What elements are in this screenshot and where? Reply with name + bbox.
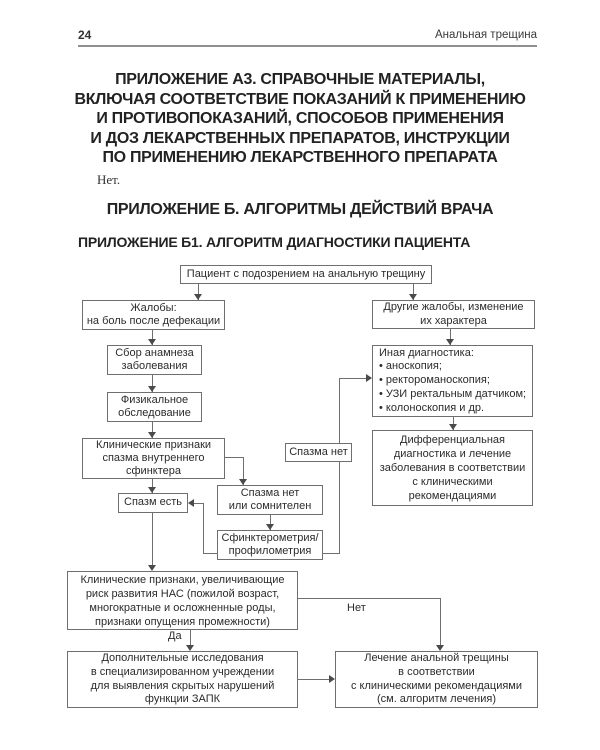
arrowhead-down-icon (148, 386, 156, 392)
node-treatment-label: Лечение анальной трещины в соответствии … (350, 651, 523, 706)
node-other-complaints-label: Другие жалобы, изменение их характера (383, 301, 524, 327)
appendix-a3-body: Нет. (97, 172, 121, 187)
edge-patient-other (413, 284, 414, 300)
edge-sphincterometry-diagnostics (339, 378, 366, 379)
node-other-diagnostics: Иная диагностика: • аноскопия; • ректоро… (372, 345, 533, 417)
node-treatment: Лечение анальной трещины в соответствии … (335, 651, 538, 708)
arrowhead-down-icon (446, 339, 454, 345)
edge-risk-treatment (440, 598, 441, 645)
edge-patient-complaints (198, 284, 199, 300)
node-patient-label: Пациент с подозрением на анальную трещин… (186, 267, 426, 280)
page-number: 24 (78, 28, 92, 42)
edge-label-no: Нет (347, 602, 366, 614)
arrowhead-down-icon (148, 487, 156, 493)
node-physical: Физикальное обследование (107, 392, 202, 422)
edge-clinical-spasmyes (152, 479, 153, 493)
node-patient: Пациент с подозрением на анальную трещин… (180, 265, 432, 284)
edge-other-diagnostics (450, 329, 451, 345)
arrowhead-right-icon (329, 675, 335, 683)
node-complaints-label: Жалобы: на боль после дефекации (86, 301, 221, 328)
node-sphincterometry-label: Сфинктерометрия/ профилометрия (221, 531, 319, 558)
edge-complaints-anamnesis (152, 330, 153, 345)
arrowhead-down-icon (409, 294, 417, 300)
node-spasm-yes-label: Спазм есть (124, 496, 182, 509)
edge-diagnostics-diff (453, 417, 454, 430)
edge-clinical-doubtful (243, 457, 244, 485)
node-risk-factors-label: Клинические признаки, увеличивающие риск… (80, 573, 285, 628)
edge-sphincterometry-spasmyes (203, 503, 204, 554)
node-spasm-no-doubtful: Спазма нет или сомнителен (217, 485, 323, 515)
node-spasm-none-label: Спазма нет (289, 445, 348, 458)
node-diff-diagnosis-label: Дифференциальная диагностика и лечение з… (379, 434, 526, 502)
node-anamnesis-label: Сбор анамнеза заболевания (115, 346, 194, 373)
edge-physical-clinical (152, 422, 153, 438)
arrowhead-left-icon (188, 499, 194, 507)
node-spasm-no-doubtful-label: Спазма нет или сомнителен (228, 486, 312, 513)
node-physical-label: Физикальное обследование (118, 393, 191, 420)
arrowhead-down-icon (186, 645, 194, 651)
arrowhead-down-icon (449, 424, 457, 430)
node-other-diagnostics-label: Иная диагностика: • аноскопия; • ректоро… (379, 346, 527, 414)
edge-sphincterometry-spasmyes (203, 553, 217, 554)
edge-doubtful-sphincterometry (270, 515, 271, 530)
edge-risk-treatment (298, 598, 441, 599)
node-other-complaints: Другие жалобы, изменение их характера (372, 300, 535, 329)
edge-spasmyes-risk (152, 513, 153, 566)
arrowhead-down-icon (148, 432, 156, 438)
running-title: Анальная трещина (435, 29, 537, 41)
appendix-b-title: ПРИЛОЖЕНИЕ Б. АЛГОРИТМЫ ДЕЙСТВИЙ ВРАЧА (106, 201, 494, 218)
arrowhead-down-icon (148, 339, 156, 345)
appendix-b1-title: ПРИЛОЖЕНИЕ Б1. АЛГОРИТМ ДИАГНОСТИКИ ПАЦИ… (78, 234, 471, 250)
header-rule (78, 45, 537, 47)
edge-sphincterometry-diagnostics (339, 378, 340, 554)
arrowhead-down-icon (239, 479, 247, 485)
edge-clinical-doubtful (225, 457, 243, 458)
node-spasm-yes: Спазм есть (118, 493, 188, 513)
node-complaints: Жалобы: на боль после дефекации (82, 300, 225, 330)
appendix-a3-title: ПРИЛОЖЕНИЕ А3. СПРАВОЧНЫЕ МАТЕРИАЛЫ, ВКЛ… (74, 71, 526, 166)
edge-sphincterometry-spasmyes (194, 503, 203, 504)
edge-sphincterometry-diagnostics (318, 553, 340, 554)
arrowhead-down-icon (194, 294, 202, 300)
node-spasm-none: Спазма нет (285, 443, 352, 462)
edge-risk-additional (190, 630, 191, 645)
arrowhead-down-icon (266, 524, 274, 530)
node-diff-diagnosis: Дифференциальная диагностика и лечение з… (372, 430, 533, 506)
node-additional-research: Дополнительные исследования в специализи… (67, 651, 298, 708)
edge-anamnesis-physical (152, 375, 153, 392)
arrowhead-down-icon (436, 645, 444, 651)
node-clinical-signs-label: Клинические признаки спазма внутреннего … (95, 439, 212, 477)
edge-additional-treatment (298, 679, 329, 680)
node-clinical-signs: Клинические признаки спазма внутреннего … (82, 438, 225, 479)
node-additional-research-label: Дополнительные исследования в специализи… (90, 651, 275, 706)
node-sphincterometry: Сфинктерометрия/ профилометрия (217, 530, 323, 560)
edge-label-yes: Да (168, 630, 182, 642)
arrowhead-down-icon (148, 565, 156, 571)
arrowhead-right-icon (366, 374, 372, 382)
node-risk-factors: Клинические признаки, увеличивающие риск… (67, 571, 298, 630)
node-anamnesis: Сбор анамнеза заболевания (107, 345, 202, 375)
